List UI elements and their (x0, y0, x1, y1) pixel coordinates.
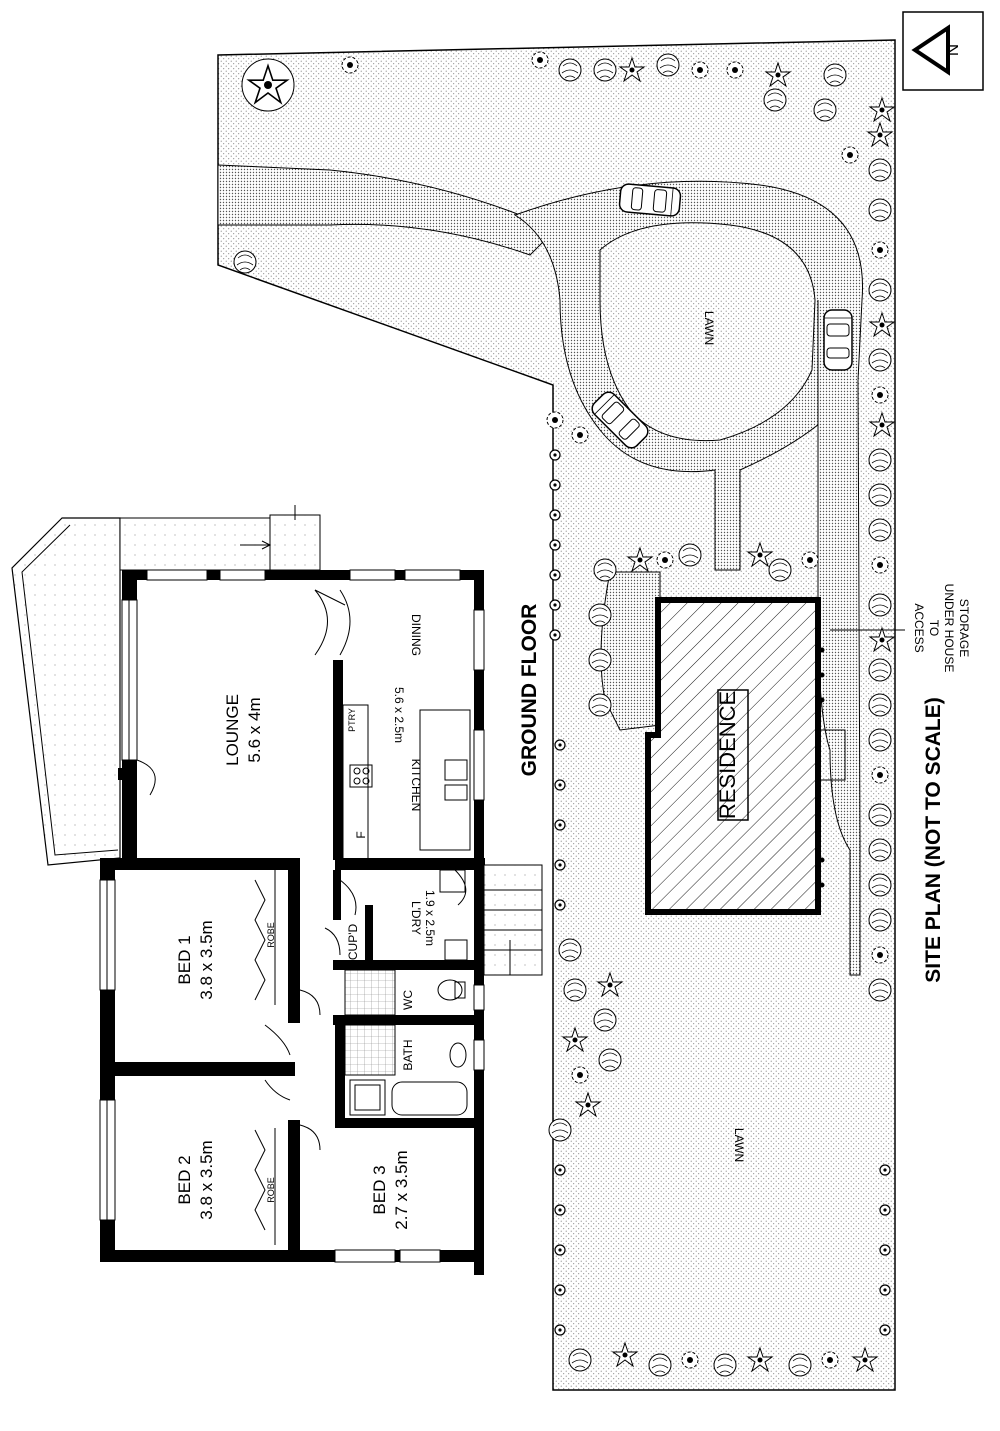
lawn-label-top: LAWN (702, 311, 716, 345)
garden-planting (233, 51, 895, 1377)
bed1-robe-label: ROBE (266, 922, 276, 948)
north-arrow-icon: N (902, 11, 984, 91)
car-icon (823, 309, 853, 371)
access-note-line3: UNDER HOUSE (942, 584, 956, 673)
dining-label: DINING (409, 614, 423, 656)
bed1-size: 3.8 x 3.5m (197, 920, 216, 999)
residence (645, 597, 821, 915)
car-icon (618, 182, 682, 218)
bed2-size: 3.8 x 3.5m (197, 1140, 216, 1219)
wc-label: WC (401, 990, 415, 1010)
access-note-line2: TO (927, 620, 941, 636)
deck-stairs (119, 505, 321, 571)
lounge-size: 5.6 x 4m (245, 697, 264, 762)
windows (99, 569, 485, 1263)
bathroom-fixtures (344, 939, 468, 1116)
bed2-label: BED 2 (175, 1155, 194, 1204)
entry-arrow-icon (118, 762, 136, 786)
laundry-stairs (483, 864, 543, 976)
fridge-label: F (354, 831, 368, 838)
kitchen-fixtures (342, 704, 471, 893)
access-note: ACCESS (912, 603, 926, 652)
north-label: N (943, 44, 962, 56)
pantry-label: PTRY (347, 708, 357, 732)
site-plan-title: SITE PLAN (NOT TO SCALE) (922, 697, 945, 982)
robes (254, 870, 276, 1245)
bed3-size: 2.7 x 3.5m (392, 1150, 411, 1229)
bed1-label: BED 1 (175, 935, 194, 984)
bed2-robe-label: ROBE (266, 1177, 276, 1203)
ground-floor-plan: LOUNGE 5.6 x 4m DINING 5.6 x 2.5m KITCHE… (11, 505, 543, 1275)
lounge-label: LOUNGE (223, 694, 242, 766)
deck (11, 517, 121, 866)
ground-floor-title: GROUND FLOOR (518, 604, 541, 777)
bed3-label: BED 3 (370, 1165, 389, 1214)
kitchen-label: KITCHEN (409, 759, 423, 812)
cupboard-label: CUP'D (346, 924, 360, 961)
laundry-label: L'DRY (409, 901, 423, 935)
residence-label: RESIDENCE (715, 691, 740, 819)
site-plan: LAWN LAWN RESIDENCE ACCESS TO UNDER HOUS… (217, 11, 984, 1391)
bath-label: BATH (401, 1039, 415, 1070)
lawn-label-bottom: LAWN (732, 1128, 746, 1162)
access-note-line4: STORAGE (957, 599, 971, 657)
kitchen-size: 5.6 x 2.5m (392, 687, 406, 743)
laundry-size: 1.9 x 2.5m (423, 890, 437, 946)
doors (136, 589, 467, 1151)
